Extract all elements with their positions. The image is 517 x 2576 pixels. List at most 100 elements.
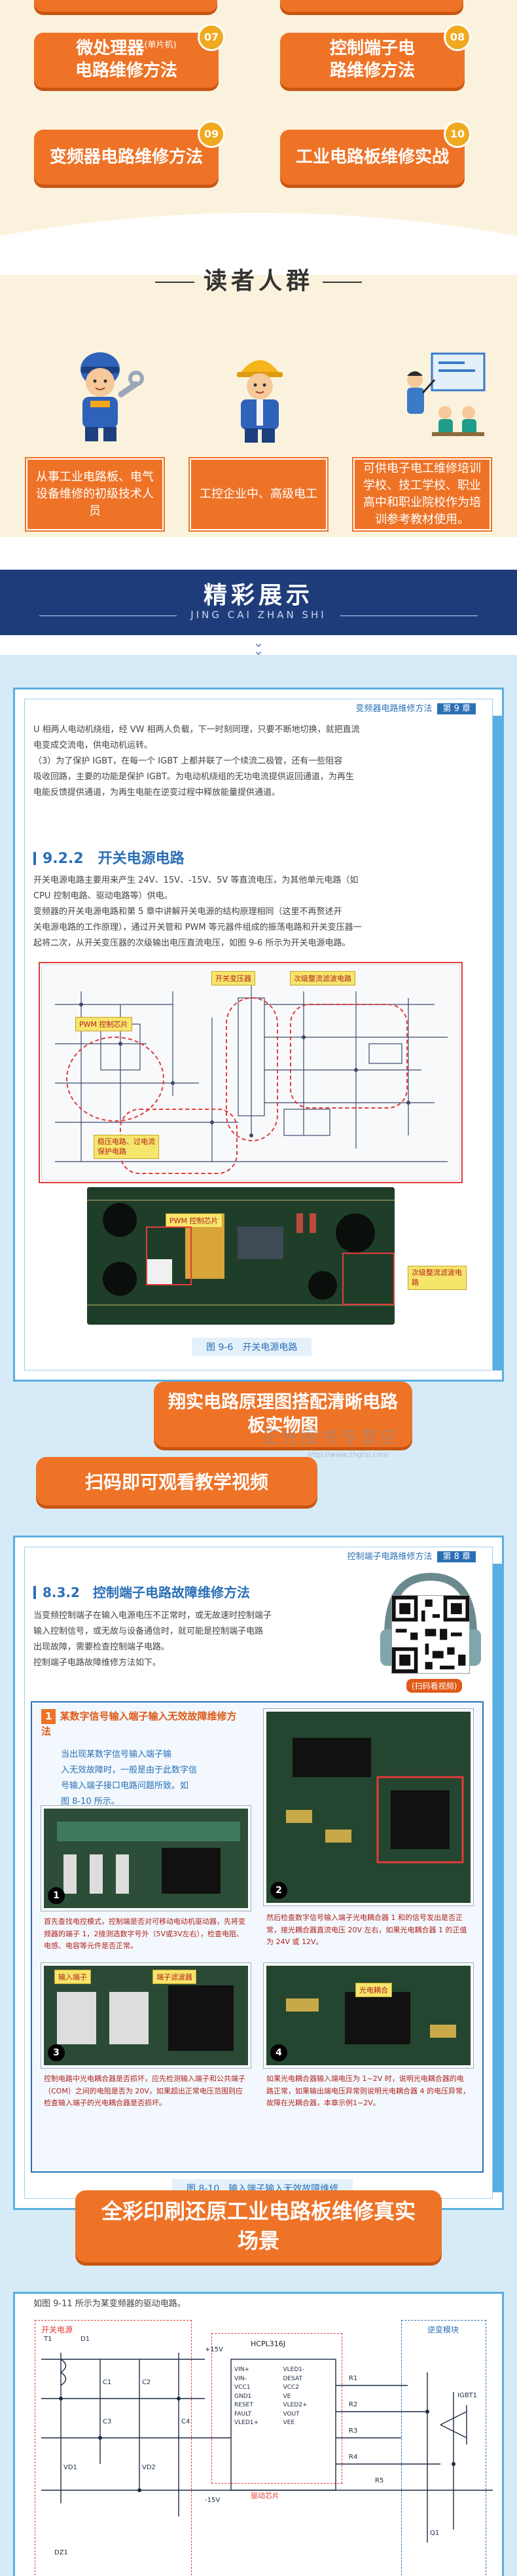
chip-09: 变频器电路维修方法 09: [34, 120, 225, 185]
banner-3-text: 全彩印刷还原工业电路板维修真实场景: [101, 2199, 416, 2253]
reader-group-2: 工控企业中、高级电工: [190, 458, 327, 530]
page3-chip-label-b: 驱动芯片: [251, 2492, 279, 2500]
photo-4-badge: 4: [270, 2044, 287, 2061]
chip-08: 控制端子电 路维修方法 08: [280, 24, 471, 88]
banner-2-text: 扫码即可观看教学视频: [84, 1471, 268, 1493]
page1-intro-line: （3）为了保护 IGBT，在每一个 IGBT 上都并联了一个续流二极管，还有一些…: [33, 756, 343, 767]
qr-label: (扫码看视频): [406, 1679, 463, 1693]
watermark-store: 正光图书专营店: [262, 1428, 400, 1448]
pcb-highlight-left: [146, 1226, 192, 1285]
page1-chapter: 第 9 章: [437, 703, 476, 714]
chip-07-tag: (单片机): [144, 40, 177, 50]
readers-title-dash-left: [154, 282, 194, 283]
label-protect: 稳压电路、过电流保护电路: [94, 1135, 159, 1159]
reader-group-3: 可供电子电工维修培训学校、技工学校、职业高中和职业院校作为培训参考教材使用。: [353, 458, 491, 530]
page3-chip-label-a: HCPL316J: [251, 2340, 285, 2348]
page1-intro: U 相两人电动机绕组，经 VW 相两人负载，下一时刻同理，只要不断地切换，就把直…: [33, 722, 478, 801]
page3-intro: 如图 9-11 所示为某变频器的驱动电路。: [33, 2299, 186, 2309]
pin-label: VLED1-: [283, 2366, 305, 2373]
page2-chapter: 第 8 章: [437, 1551, 476, 1562]
page2-section-title: 8.3.2 控制端子电路故障维修方法: [33, 1582, 250, 1601]
page1-header: 变频器电路维修方法第 9 章: [355, 701, 476, 714]
photo-1-caption: 首先查找电控模式，控制端是否对可移动电动机驱动器，先将变频器的端子 1，2接测选…: [44, 1917, 245, 1951]
chip-09-number: 09: [198, 120, 225, 148]
photo-4-caption: 如果光电耦合器输入端电压为 1~2V 时，说明光电耦合器的电路正常，如果输出端电…: [266, 2074, 470, 2108]
part-label: R5: [375, 2477, 384, 2484]
photo-4-tag-c: 光电耦合: [355, 1983, 392, 1997]
top-wave: [0, 213, 517, 275]
readers-title-text: 读者人群: [203, 268, 313, 295]
banner-scan-video: 扫码即可观看教学视频: [36, 1457, 317, 1505]
pin-label: VEE: [283, 2420, 295, 2426]
video-qr-code[interactable]: [391, 1595, 470, 1674]
part-label: R1: [349, 2375, 358, 2382]
reader-group-3-text: 可供电子电工维修培训学校、技工学校、职业高中和职业院校作为培训参考教材使用。: [363, 461, 481, 527]
chevron-down-icon: ⌄⌄: [253, 635, 264, 658]
part-label: IGBT1: [457, 2392, 478, 2399]
page2-section-text: 8.3.2 控制端子电路故障维修方法: [43, 1585, 250, 1600]
part-label: T1: [44, 2336, 52, 2343]
top-section: 微处理器(单片机) 电路维修方法 07 控制端子电 路维修方法 08 变频器电路…: [0, 0, 517, 537]
label-rectifier: 次级整流滤波电路: [290, 971, 355, 985]
step-1-text: 当出现某数字信号输入端子输 入无效故障时，一般是由于此数字信 号输入端子接口电路…: [61, 1747, 244, 1810]
page1-intro-line: 吸收回路，主要的功能是保护 IGBT。为电动机绕组的无功电流提供返回通道，为再生: [33, 772, 354, 782]
book-page-3: 如图 9-11 所示为某变频器的驱动电路。 开关电源 逆变模块 HCPL316J…: [13, 2292, 504, 2576]
pin-label: VE: [283, 2393, 291, 2400]
page1-body-line: 变频器的开关电源电路和第 5 章中讲解开关电源的结构原理相同（这里不再赘述开: [33, 907, 342, 917]
pin-label: FAULT: [234, 2410, 252, 2418]
pin-label: VCC1: [234, 2384, 251, 2391]
pcb-highlight-right: [342, 1253, 395, 1305]
classroom-icon: [407, 352, 486, 436]
label-transformer: 开关变压器: [211, 971, 255, 985]
reader-group-1-text: 从事工业电路板、电气设备维修的初级技术人员: [36, 469, 154, 519]
label-rectifier-2: 次级整流滤波电路: [408, 1266, 467, 1290]
page3-right-label: 逆变模块: [427, 2325, 459, 2334]
photo-1-board: [44, 1809, 248, 1908]
banner-full-color: 全彩印刷还原工业电路板维修真实场景: [75, 2190, 442, 2262]
part-label: C4: [181, 2418, 190, 2425]
part-label: R3: [349, 2427, 358, 2435]
page1-intro-line: 电能反馈提供通道，为再生电能在逆变过程中释放能量提供通道。: [33, 788, 281, 798]
banner-schematic-photo: 翔实电路原理图搭配清晰电路板实物图: [154, 1382, 412, 1447]
rectifier-highlight: [290, 1004, 408, 1109]
watermark-url: http://www.zhgtsl.com: [308, 1450, 388, 1459]
pin-label: VCC2: [283, 2384, 299, 2391]
page2-body-line: 当变频控制端子在输入电源电压不正常时，或无故速时控制端子: [33, 1611, 272, 1621]
pin-label: VOUT: [283, 2410, 300, 2418]
chip-08-label2: 路维修方法: [329, 61, 415, 81]
photo-2-badge: 2: [270, 1882, 287, 1899]
page2-body-line: 出现故障，需要检查控制端子电路。: [33, 1642, 170, 1653]
page1-body-line: 关电源电路的工作原理），通过开关管和 PWM 等元器件组成的振荡电路和开关变压器…: [33, 923, 362, 933]
section-bar: [33, 852, 36, 865]
chip-07-label: 微处理器: [76, 39, 145, 59]
book-page-2-tab: [493, 1564, 502, 2192]
pin-list: VIN+ VIN- VCC1 GND1 RESET FAULT VLED1+ V…: [234, 2366, 326, 2428]
step-1-line: 入无效故障时，一般是由于此数字信: [61, 1765, 198, 1776]
worker-wrench-icon: [80, 352, 144, 441]
book-page-1-tab: [493, 716, 502, 1371]
page3-mid-frame: [211, 2333, 342, 2484]
part-label: D1: [80, 2336, 90, 2343]
repair-photo-1: 1: [41, 1806, 251, 1911]
readers-title-dash-right: [323, 282, 362, 283]
page1-section-title: 9.2.2 开关电源电路: [33, 847, 185, 868]
chip-08-label: 控制端子电: [329, 39, 415, 59]
transformer-highlight: [226, 997, 278, 1141]
step-1-line: 图 8-10 所示。: [61, 1797, 120, 1807]
pin-label: GND1: [234, 2393, 252, 2400]
part-label: C1: [103, 2379, 112, 2386]
part-label: R4: [349, 2454, 358, 2461]
readers-title: 读者人群: [0, 262, 517, 296]
chip-07-number: 07: [198, 24, 225, 51]
part-label: +15V: [205, 2346, 223, 2353]
page1-section-text: 9.2.2 开关电源电路: [43, 851, 185, 867]
qr-pattern: [392, 1596, 469, 1673]
page1-caption: 图 9-6 开关电源电路: [192, 1338, 312, 1356]
part-label: -15V: [205, 2497, 221, 2504]
page2-body-line: 控制端子电路故障维修方法如下。: [33, 1658, 162, 1668]
pin-label: RESET: [234, 2402, 253, 2408]
pin-label: VIN+: [234, 2366, 250, 2373]
reader-group-1: 从事工业电路板、电气设备维修的初级技术人员: [26, 458, 164, 530]
